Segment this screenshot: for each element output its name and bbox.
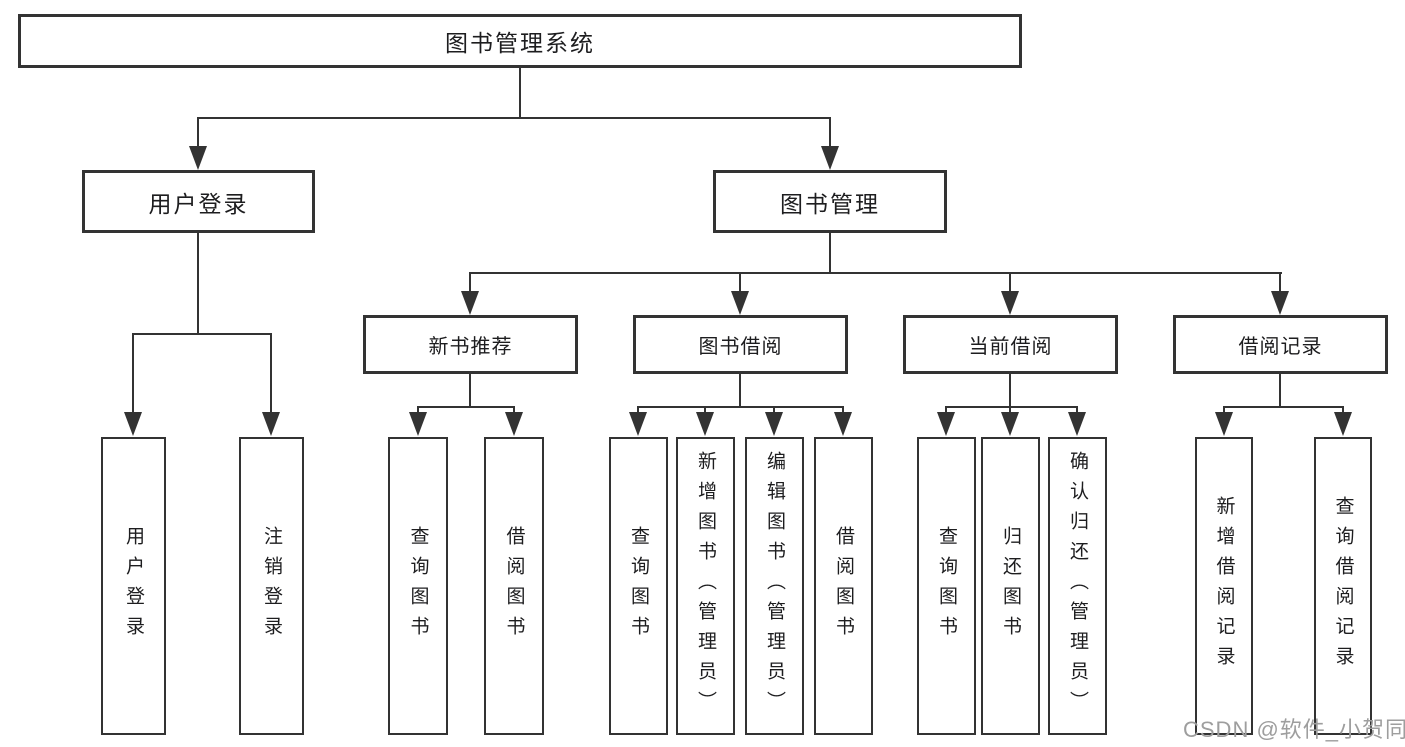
connector-to-br-add-shaft xyxy=(1223,406,1225,415)
connector-cb-bus xyxy=(945,406,1078,408)
connector-cb-drop xyxy=(1009,374,1011,408)
arrowhead-to-borrow-record-icon xyxy=(1271,291,1289,315)
node-new-book-recommend-label: 新书推荐 xyxy=(428,336,513,358)
arrowhead-to-bb-query-icon xyxy=(629,412,647,436)
leaf-nbr-query-books-label: 查询图书 xyxy=(407,526,429,646)
connector-root-drop xyxy=(519,67,521,119)
leaf-bb-borrow-books-label: 借阅图书 xyxy=(833,526,854,646)
node-current-borrow: 当前借阅 xyxy=(903,315,1118,374)
connector-to-bb-edit-shaft xyxy=(773,406,775,415)
leaf-logout-label: 注销登录 xyxy=(261,526,282,646)
connector-br-drop xyxy=(1279,374,1281,408)
leaf-user-login: 用户登录 xyxy=(101,437,166,735)
leaf-cb-confirm-return-admin: 确认归还（管理员） xyxy=(1048,437,1107,735)
arrowhead-to-current-borrow-icon xyxy=(1001,291,1019,315)
connector-to-leaf-logout-shaft xyxy=(270,333,272,413)
connector-root-bus xyxy=(197,117,831,119)
connector-to-book-borrow-shaft xyxy=(739,272,741,294)
connector-to-leaf-user-login-shaft xyxy=(132,333,134,413)
connector-to-cb-confirm-shaft xyxy=(1076,406,1078,415)
node-root-label: 图书管理系统 xyxy=(445,30,595,56)
leaf-user-login-label: 用户登录 xyxy=(123,526,144,646)
connector-to-borrow-record-shaft xyxy=(1279,272,1281,294)
leaf-br-add-record: 新增借阅记录 xyxy=(1195,437,1253,735)
node-user-login: 用户登录 xyxy=(82,170,315,233)
connector-to-bb-borrow-shaft xyxy=(842,406,844,415)
leaf-cb-confirm-return-admin-label: 确认归还（管理员） xyxy=(1067,451,1088,721)
arrowhead-to-cb-confirm-icon xyxy=(1068,412,1086,436)
leaf-bb-query-books: 查询图书 xyxy=(609,437,668,735)
arrowhead-to-nbr-borrow-icon xyxy=(505,412,523,436)
node-root-system: 图书管理系统 xyxy=(18,14,1022,68)
arrowhead-to-nbr-query-icon xyxy=(409,412,427,436)
leaf-bb-edit-books-admin: 编辑图书（管理员） xyxy=(745,437,804,735)
connector-to-br-query-shaft xyxy=(1342,406,1344,415)
connector-nbr-drop xyxy=(469,374,471,408)
connector-to-cb-query-shaft xyxy=(945,406,947,415)
connector-bb-bus xyxy=(637,406,844,408)
node-borrow-record: 借阅记录 xyxy=(1173,315,1388,374)
node-book-management-label: 图书管理 xyxy=(780,190,880,217)
arrowhead-to-cb-query-icon xyxy=(937,412,955,436)
connector-br-bus xyxy=(1223,406,1344,408)
leaf-nbr-query-books: 查询图书 xyxy=(388,437,448,735)
connector-book-mgmt-bus xyxy=(469,272,1282,274)
connector-to-cb-return-shaft xyxy=(1009,406,1011,415)
connector-to-bb-query-shaft xyxy=(637,406,639,415)
arrowhead-to-new-book-recommend-icon xyxy=(461,291,479,315)
arrowhead-to-user-login-icon xyxy=(189,146,207,170)
leaf-nbr-borrow-books-label: 借阅图书 xyxy=(503,526,525,646)
arrowhead-to-leaf-user-login-icon xyxy=(124,412,142,436)
leaf-cb-return-books-label: 归还图书 xyxy=(1000,526,1021,646)
node-borrow-record-label: 借阅记录 xyxy=(1238,336,1323,358)
leaf-cb-return-books: 归还图书 xyxy=(981,437,1040,735)
leaf-bb-add-books-admin: 新增图书（管理员） xyxy=(676,437,735,735)
leaf-bb-query-books-label: 查询图书 xyxy=(628,526,649,646)
arrowhead-to-bb-edit-icon xyxy=(765,412,783,436)
leaf-br-query-record: 查询借阅记录 xyxy=(1314,437,1372,735)
arrowhead-to-br-add-icon xyxy=(1215,412,1233,436)
node-new-book-recommend: 新书推荐 xyxy=(363,315,578,374)
node-book-borrow-label: 图书借阅 xyxy=(698,336,783,358)
arrowhead-to-bb-borrow-icon xyxy=(834,412,852,436)
connector-nbr-bus xyxy=(417,406,515,408)
connector-root-to-book-mgmt-shaft xyxy=(829,117,831,147)
leaf-cb-query-books-label: 查询图书 xyxy=(936,526,957,646)
leaf-logout: 注销登录 xyxy=(239,437,304,735)
connector-to-bb-add-shaft xyxy=(704,406,706,415)
node-current-borrow-label: 当前借阅 xyxy=(968,336,1053,358)
leaf-nbr-borrow-books: 借阅图书 xyxy=(484,437,544,735)
connector-root-to-user-login-shaft xyxy=(197,117,199,147)
arrowhead-to-book-mgmt-icon xyxy=(821,146,839,170)
connector-book-mgmt-drop xyxy=(829,233,831,274)
leaf-br-query-record-label: 查询借阅记录 xyxy=(1332,496,1354,676)
watermark: CSDN @软件_小贺同学 xyxy=(1183,717,1405,742)
leaf-bb-borrow-books: 借阅图书 xyxy=(814,437,873,735)
node-book-management: 图书管理 xyxy=(713,170,947,233)
connector-to-new-book-recommend-shaft xyxy=(469,272,471,294)
node-book-borrow: 图书借阅 xyxy=(633,315,848,374)
node-user-login-label: 用户登录 xyxy=(148,190,249,217)
leaf-br-add-record-label: 新增借阅记录 xyxy=(1213,496,1235,676)
connector-to-nbr-borrow-shaft xyxy=(513,406,515,415)
leaf-bb-edit-books-admin-label: 编辑图书（管理员） xyxy=(764,451,785,721)
connector-user-login-drop xyxy=(197,233,199,335)
connector-user-login-bus xyxy=(132,333,272,335)
connector-bb-drop xyxy=(739,374,741,408)
leaf-bb-add-books-admin-label: 新增图书（管理员） xyxy=(695,451,716,721)
arrowhead-to-bb-add-icon xyxy=(696,412,714,436)
arrowhead-to-book-borrow-icon xyxy=(731,291,749,315)
connector-to-current-borrow-shaft xyxy=(1009,272,1011,294)
arrowhead-to-leaf-logout-icon xyxy=(262,412,280,436)
arrowhead-to-cb-return-icon xyxy=(1001,412,1019,436)
leaf-cb-query-books: 查询图书 xyxy=(917,437,976,735)
connector-to-nbr-query-shaft xyxy=(417,406,419,415)
arrowhead-to-br-query-icon xyxy=(1334,412,1352,436)
